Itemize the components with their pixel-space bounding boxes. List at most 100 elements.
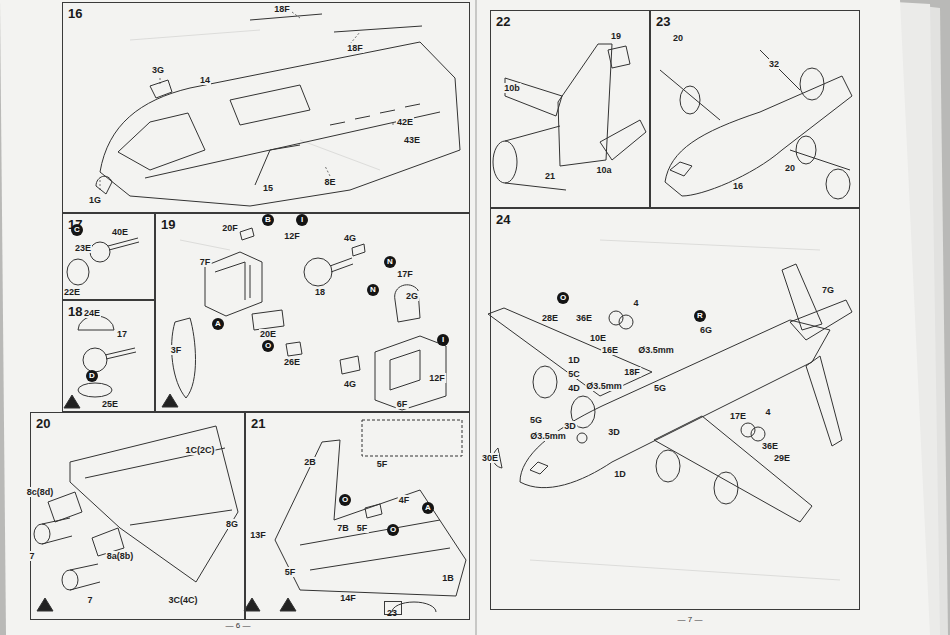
cockpit-parts — [286, 342, 302, 356]
turret-parts — [67, 238, 139, 285]
part-number: 24E — [83, 308, 101, 318]
tail-assembly — [275, 440, 466, 596]
tail-assembly — [362, 420, 462, 456]
callout-letter: O — [557, 292, 569, 304]
callout-letter: A — [422, 502, 434, 514]
callout-letter: O — [339, 494, 351, 506]
cockpit-parts — [304, 258, 332, 286]
fuselage-join — [796, 136, 816, 164]
wing-assembly — [62, 570, 78, 590]
part-number: 12F — [283, 231, 301, 241]
part-number: 20 — [784, 163, 796, 173]
turret-parts — [90, 242, 110, 262]
fuselage-join — [660, 50, 850, 170]
part-number: 4 — [632, 298, 639, 308]
fuselage-join — [670, 162, 692, 176]
callout-letter: R — [694, 310, 706, 322]
step-panel: 21 23 — [245, 412, 470, 620]
cockpit-parts — [375, 336, 446, 410]
step-number: 22 — [496, 14, 510, 29]
turret-dome — [64, 316, 136, 408]
aircraft-final — [533, 366, 557, 398]
aircraft-final — [488, 264, 852, 522]
aircraft-final — [530, 462, 548, 474]
part-number: 5F — [284, 567, 297, 577]
wing-assembly — [85, 448, 232, 525]
fuselage-half — [96, 14, 460, 206]
part-number: Ø3.5mm — [637, 345, 675, 355]
part-number: 4 — [764, 407, 771, 417]
part-number: 6G — [699, 325, 713, 335]
step-number: 21 — [251, 416, 265, 431]
cockpit-parts — [172, 318, 196, 398]
aircraft-final — [520, 320, 830, 488]
ghost-print — [130, 30, 840, 580]
tail-section — [608, 46, 630, 68]
part-number: 22E — [63, 287, 81, 297]
callout-letter: A — [212, 318, 224, 330]
callout-letter: O — [387, 524, 399, 536]
part-number: 28E — [541, 313, 559, 323]
part-number: 21 — [544, 171, 556, 181]
tail-assembly — [275, 420, 466, 612]
part-number: 23E — [74, 243, 92, 253]
page-number: — 7 — — [677, 615, 704, 625]
wing-assembly — [34, 426, 260, 611]
part-number: 4D — [567, 383, 581, 393]
part-number: 2B — [303, 457, 317, 467]
aircraft-final — [741, 423, 755, 437]
part-number: 8a(8b) — [106, 551, 135, 561]
callout-letter: N — [367, 284, 379, 296]
fuselage-join — [680, 86, 700, 114]
part-number: 7 — [28, 551, 35, 561]
tail-assembly — [392, 602, 436, 612]
step-number: 23 — [387, 608, 397, 618]
part-number: 36E — [761, 441, 779, 451]
aircraft-final — [619, 315, 633, 329]
aircraft-final — [782, 264, 822, 330]
tail-section — [600, 120, 646, 160]
part-number: 1D — [567, 355, 581, 365]
part-number: 18F — [346, 43, 364, 53]
part-number: 3G — [151, 65, 165, 75]
part-number: Ø3.5mm — [585, 381, 623, 391]
part-number: 19 — [610, 31, 622, 41]
step-panel: 16 — [62, 2, 470, 213]
part-number: 42E — [396, 117, 414, 127]
aircraft-final — [577, 433, 587, 443]
leader-line — [100, 12, 398, 190]
part-number: 16E — [601, 345, 619, 355]
part-number: 7G — [821, 285, 835, 295]
part-number: 1G — [88, 195, 102, 205]
part-number: 17E — [729, 411, 747, 421]
fuselage-join — [800, 68, 824, 100]
part-number: 14 — [199, 75, 211, 85]
aircraft-final — [751, 427, 765, 441]
callout-letter: D — [86, 370, 98, 382]
part-number: 5G — [529, 415, 543, 425]
step-number: 23 — [656, 14, 670, 29]
part-number: 5C — [567, 369, 581, 379]
cockpit-parts — [390, 350, 420, 390]
part-number: 32 — [768, 59, 780, 69]
part-number: 3F — [170, 345, 183, 355]
page-fold — [475, 0, 477, 635]
step-number: 16 — [68, 6, 82, 21]
callout-letter: N — [384, 256, 396, 268]
part-number: 18F — [623, 367, 641, 377]
part-number: 8E — [323, 177, 336, 187]
page-number: — 6 — — [225, 621, 252, 631]
aircraft-final — [790, 300, 852, 340]
turret-parts — [67, 259, 89, 285]
turret-dome — [64, 395, 80, 408]
step-number: 19 — [161, 217, 175, 232]
leader-line — [100, 12, 398, 190]
turret-dome — [83, 348, 107, 372]
fuselage-half — [96, 176, 112, 194]
callout-letter: O — [262, 340, 274, 352]
part-number: 36E — [575, 313, 593, 323]
cockpit-parts — [162, 228, 446, 410]
step-number: 20 — [36, 416, 50, 431]
part-number: 20E — [259, 329, 277, 339]
